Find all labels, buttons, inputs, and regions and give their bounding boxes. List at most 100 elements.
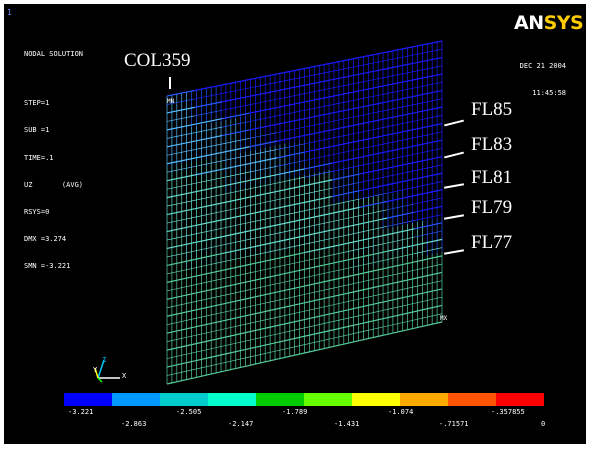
mesh-line	[386, 62, 415, 70]
mesh-line	[249, 291, 278, 299]
mesh-line	[194, 253, 223, 261]
mesh-line	[386, 54, 415, 61]
mesh-line	[359, 117, 388, 125]
mesh-line	[194, 177, 223, 184]
mesh-line	[304, 229, 333, 237]
mesh-line	[276, 84, 305, 92]
mesh-line	[249, 98, 278, 106]
mesh-line	[359, 309, 388, 316]
mesh-line	[221, 306, 250, 313]
mesh-line	[359, 300, 388, 308]
mesh-line	[166, 242, 195, 250]
solution-title: NODAL SOLUTION	[24, 50, 84, 58]
mesh-line	[221, 138, 250, 145]
mesh-line	[221, 297, 250, 305]
mesh-line	[249, 283, 278, 291]
mesh-line	[304, 87, 333, 94]
mesh-line	[331, 165, 360, 172]
mesh-line	[221, 364, 250, 373]
mesh-line	[386, 137, 415, 144]
mesh-line	[194, 295, 223, 303]
mesh-line	[276, 277, 305, 285]
mesh-line	[166, 166, 195, 173]
mesh-line	[166, 301, 195, 309]
mesh-line	[221, 230, 250, 238]
mesh-line	[249, 308, 278, 316]
mesh-line	[414, 40, 443, 48]
logo-part-an: AN	[514, 12, 544, 34]
mesh-line	[386, 153, 415, 161]
mesh-line	[359, 250, 388, 258]
mesh-line	[359, 192, 388, 200]
mesh-line	[414, 172, 443, 180]
mesh-line	[359, 267, 388, 275]
mesh-line	[194, 320, 223, 328]
callout-fl79: FL79	[471, 197, 513, 218]
mesh-line	[249, 82, 278, 89]
mesh-line	[166, 360, 195, 368]
mesh-line	[276, 101, 305, 109]
mesh-line	[304, 154, 333, 161]
mesh-line	[166, 267, 195, 275]
mesh-line	[331, 290, 360, 298]
mesh-line	[276, 168, 305, 176]
mesh-line	[221, 347, 250, 356]
mesh-line	[414, 304, 443, 313]
colorbar-swatch	[208, 393, 256, 406]
mesh-line	[221, 205, 250, 212]
mesh-line	[166, 292, 195, 300]
mesh-line	[304, 279, 333, 287]
mesh-line	[221, 289, 250, 297]
mesh-line	[304, 145, 333, 153]
mesh-line	[304, 321, 333, 329]
mesh-line	[194, 286, 223, 294]
mesh-line	[359, 51, 388, 59]
mesh-line	[414, 280, 443, 288]
mesh-line	[221, 154, 250, 162]
mesh-line	[414, 131, 443, 138]
mesh-line	[221, 146, 250, 154]
mesh-line	[304, 329, 333, 337]
mesh-line	[331, 240, 360, 248]
mesh-line	[194, 219, 223, 227]
mesh-line	[414, 164, 443, 172]
mesh-line	[414, 214, 443, 221]
mesh-line	[194, 329, 223, 336]
mesh-line	[386, 203, 415, 211]
mesh-line	[166, 191, 195, 199]
mesh-line	[331, 232, 360, 239]
colorbar-swatch	[448, 393, 496, 406]
mesh-line	[331, 156, 360, 164]
mesh-line	[304, 212, 333, 220]
mesh-line	[414, 255, 443, 263]
mesh-line	[304, 171, 333, 178]
mesh-line	[166, 352, 195, 359]
mesh-line	[359, 101, 388, 109]
mesh-line	[221, 121, 250, 128]
scale-label: -.71571	[439, 420, 469, 428]
mesh-line	[304, 204, 333, 212]
mesh-line	[249, 266, 278, 274]
mesh-line	[414, 230, 443, 238]
mesh-line	[414, 238, 443, 246]
mesh-line	[304, 338, 333, 345]
mesh-line	[276, 109, 305, 117]
mesh-line	[276, 285, 305, 293]
colorbar-swatch	[400, 393, 448, 406]
mesh-line	[276, 210, 305, 217]
mesh-line	[386, 303, 415, 310]
mesh-line	[249, 149, 278, 156]
mesh-line	[304, 179, 333, 187]
mesh-line	[359, 59, 388, 67]
mesh-line	[221, 331, 250, 339]
mesh-line	[249, 341, 278, 350]
mesh-line	[359, 76, 388, 83]
mesh-line	[249, 182, 278, 190]
mesh-line	[359, 234, 388, 242]
scale-label: -1.074	[388, 408, 414, 416]
mesh-line	[359, 259, 388, 267]
mesh-line	[221, 263, 250, 272]
mesh-line	[359, 333, 388, 342]
graphics-viewport: 1 NODAL SOLUTION STEP=1 SUB =1 TIME=.1 U…	[4, 4, 586, 444]
triad-y-label: Y	[93, 366, 98, 374]
